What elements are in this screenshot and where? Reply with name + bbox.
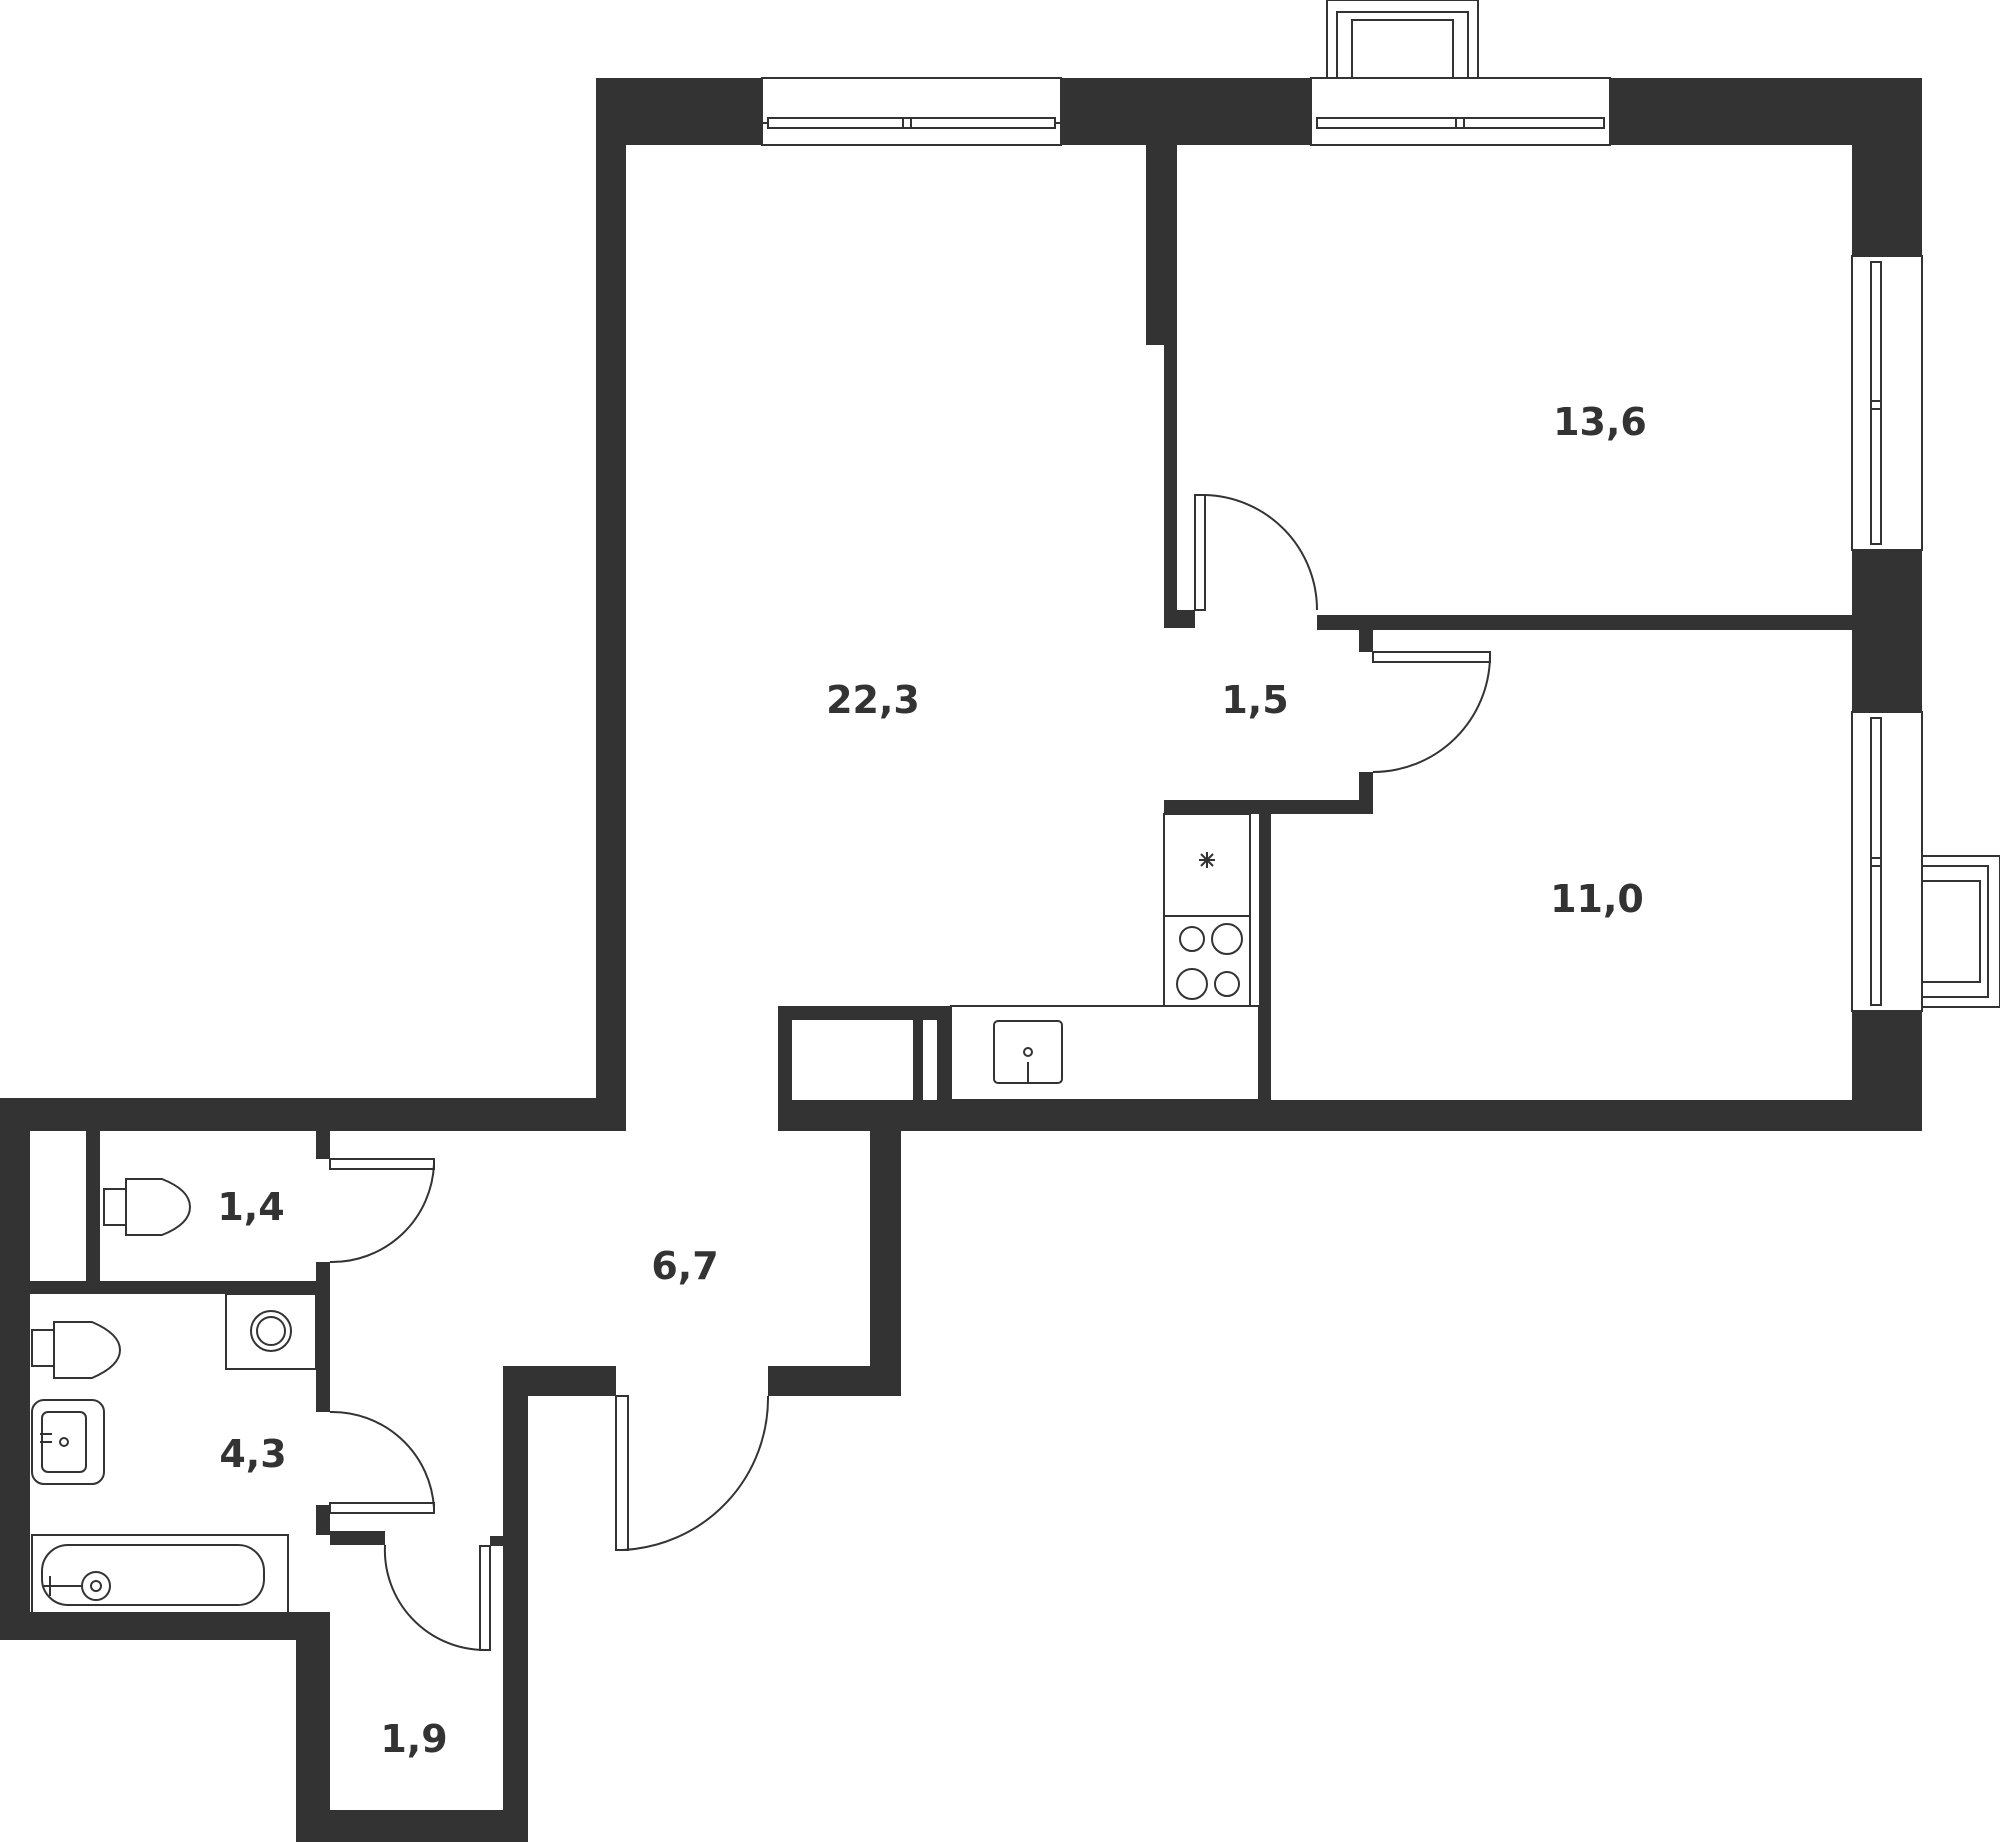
toilet-icon-bathroom [31, 1321, 122, 1379]
room-area-bedroom-1: 13,6 [1553, 400, 1647, 444]
snowflake-icon [1199, 852, 1215, 868]
room-area-closet: 1,9 [380, 1717, 447, 1761]
bathtub-icon [31, 1534, 289, 1614]
room-area-toilet: 1,4 [217, 1185, 284, 1229]
doors [329, 494, 1491, 1652]
door-bedroom-2 [1372, 651, 1491, 773]
ac-unit-right [1921, 855, 2000, 1008]
window-living-room [761, 77, 1062, 146]
room-labels: 22,3 13,6 11,0 1,5 6,7 1,4 4,3 1,9 [217, 400, 1647, 1761]
window-bedroom-1-side [1851, 255, 1923, 551]
door-bedroom-1 [1194, 494, 1318, 611]
bathroom-fixtures [31, 1178, 317, 1614]
room-area-hall: 6,7 [651, 1244, 718, 1288]
kitchen-fixtures [950, 813, 1260, 1101]
room-area-corridor: 1,5 [1221, 678, 1288, 722]
ac-unit-top [1326, 0, 1479, 79]
window-bedroom-2-side [1851, 711, 1923, 1012]
room-area-living-kitchen: 22,3 [826, 678, 920, 722]
door-entrance [615, 1395, 770, 1551]
door-bathroom [329, 1410, 435, 1514]
door-toilet [329, 1158, 435, 1264]
washing-machine-icon [225, 1293, 317, 1370]
walls [0, 78, 1922, 1842]
washbasin-icon [31, 1399, 105, 1485]
room-area-bedroom-2: 11,0 [1550, 877, 1644, 921]
door-closet [383, 1544, 491, 1652]
windows [761, 0, 2000, 1012]
stove-icon [1163, 915, 1251, 1007]
stove-burners-icon [1176, 923, 1243, 1000]
toilet-icon-wc [103, 1178, 192, 1236]
room-area-bathroom: 4,3 [219, 1432, 286, 1476]
kitchen-sink-icon [993, 1020, 1063, 1084]
window-bedroom-1-top [1310, 77, 1611, 146]
